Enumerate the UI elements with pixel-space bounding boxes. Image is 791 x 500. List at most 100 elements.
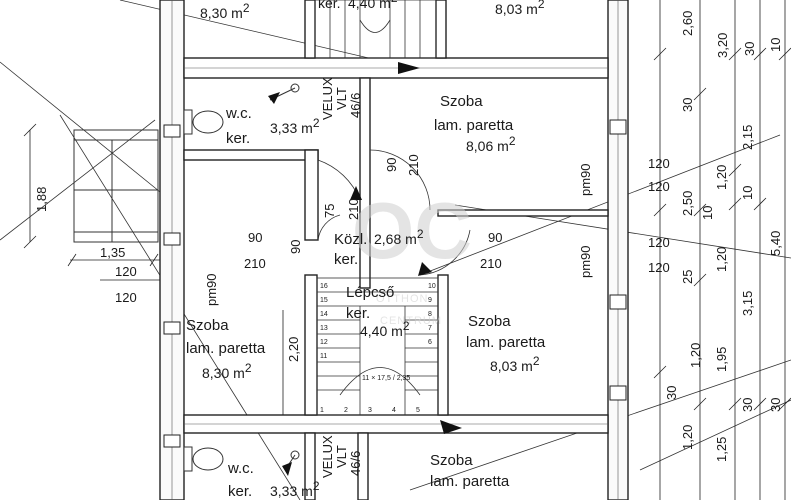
r2-2-50: 2,50 — [680, 191, 695, 216]
stair-step-number: 4 — [392, 407, 396, 414]
window-markers — [163, 119, 627, 448]
watermark: OC OTTHON CENTRUM — [352, 186, 472, 327]
r2-3-15: 3,15 — [740, 291, 755, 316]
left-dimension-labels: 1,88 1,35 120 120 2,20 — [34, 187, 301, 362]
pm90-right-top: pm90 — [578, 163, 593, 196]
dim-120-b: 120 — [115, 290, 137, 305]
dim-2-20: 2,20 — [286, 337, 301, 362]
stair-step-number: 7 — [428, 325, 432, 332]
right-col5-labels: 30 10 30 — [742, 38, 783, 412]
wc-bottom-ker: ker. — [228, 483, 252, 500]
r5-30-a: 30 — [742, 42, 757, 56]
direction-arrows — [268, 62, 462, 476]
r1-120-a: 120 — [648, 156, 670, 171]
szoba-left-area: 8,30 m2 — [202, 361, 252, 381]
velux-bottom-2: VLT — [334, 445, 349, 468]
stair-top — [314, 0, 437, 59]
r3-1-20-b: 1,20 — [714, 247, 729, 272]
door-90-c: 90 — [488, 230, 502, 245]
wc-bottom-name: w.c. — [227, 460, 254, 477]
szoba-mid-floor: lam. paretta — [466, 334, 546, 351]
stair-bottom — [316, 277, 439, 416]
wall-hatching — [171, 0, 619, 500]
wc-bottom-area: 3,33 m2 — [270, 479, 320, 499]
stair-step-number: 10 — [428, 283, 436, 290]
r4-30: 30 — [740, 398, 755, 412]
stair-step-number: 1 — [320, 407, 324, 414]
wc-fixture-top — [183, 109, 224, 135]
stair-step-number: 16 — [320, 283, 328, 290]
velux-top-3: 46/6 — [348, 93, 363, 118]
szoba-mid-area: 8,03 m2 — [490, 354, 540, 374]
stair-step-number: 12 — [320, 339, 328, 346]
lepcso-area: 4,40 m2 — [360, 319, 410, 339]
door-90-a: 90 — [384, 158, 399, 172]
velux-top-1: VELUX — [320, 77, 335, 120]
kozl-name: Közl. — [334, 231, 367, 248]
wc-top-name: w.c. — [225, 105, 252, 122]
stair-step-number: 14 — [320, 311, 328, 318]
dim-1-35: 1,35 — [100, 245, 125, 260]
pm90-labels: pm90 pm90 pm90 — [204, 163, 593, 306]
lepcso-name: Lépcső — [346, 284, 394, 301]
dimension-lines — [23, 0, 791, 500]
room-top-left-area: 8,30 m2 — [200, 1, 250, 21]
szoba-right-name: Szoba — [440, 93, 483, 110]
right-col4-labels: 3,20 2,15 10 1,20 30 — [688, 33, 755, 412]
stair-formula: 11 × 17,5 / 2,35 — [362, 375, 410, 382]
wc-top-area: 3,33 m2 — [270, 116, 320, 136]
pm90-right-mid: pm90 — [578, 245, 593, 278]
r6-5-40: 5,40 — [768, 231, 783, 256]
stair-step-number: 9 — [428, 297, 432, 304]
stair-step-number: 6 — [428, 339, 432, 346]
wc-top-ker: ker. — [226, 130, 250, 147]
r4-3-20: 3,20 — [715, 33, 730, 58]
r3-1-95: 1,95 — [714, 347, 729, 372]
szoba-right-area: 8,06 m2 — [466, 134, 516, 154]
szoba-bottom-name: Szoba — [430, 452, 473, 469]
drain-markers — [269, 83, 300, 471]
r2-25: 25 — [680, 270, 695, 284]
r2-2-60: 2,60 — [680, 11, 695, 36]
dim-1-88: 1,88 — [34, 187, 49, 212]
right-col1-labels: 120 120 120 120 — [648, 156, 670, 275]
right-col3-labels: 1,20 1,20 1,95 1,25 — [714, 165, 729, 462]
right-col2-labels: 2,60 30 2,50 10 25 3,15 30 1,20 — [664, 11, 755, 450]
r1-120-d: 120 — [648, 260, 670, 275]
r2-30-b: 30 — [664, 386, 679, 400]
door-210-c: 210 — [244, 256, 266, 271]
door-210-a: 210 — [406, 154, 421, 176]
r3-1-20-a: 1,20 — [714, 165, 729, 190]
velux-top-2: VLT — [334, 87, 349, 110]
door-210-b: 210 — [346, 198, 361, 220]
r5-10: 10 — [768, 38, 783, 52]
r1-120-b: 120 — [648, 179, 670, 194]
r5-30-b: 30 — [768, 398, 783, 412]
kozl-area: 2,68 m2 — [374, 227, 424, 247]
wc-fixture-bottom — [183, 446, 224, 472]
balcony — [73, 129, 159, 243]
room-top-mid-area: 4,40 m2 — [348, 0, 398, 11]
szoba-left-name: Szoba — [186, 317, 229, 334]
r4-1-20: 1,20 — [688, 343, 703, 368]
velux-labels: VELUX VLT 46/6 VELUX VLT 46/6 — [320, 77, 363, 478]
right-col6-labels: 5,40 — [768, 231, 783, 256]
r4-10: 10 — [740, 186, 755, 200]
room-top-mid-ker: ker. — [318, 0, 341, 11]
szoba-mid-name: Szoba — [468, 313, 511, 330]
watermark-logo: OC — [352, 186, 472, 275]
stair-step-number: 2 — [344, 407, 348, 414]
stair-step-number: 11 — [320, 353, 327, 360]
r4-2-15: 2,15 — [740, 125, 755, 150]
door-dimension-labels: 90 210 75 210 90 210 90 90 210 90 — [244, 154, 502, 271]
r3-1-25: 1,25 — [714, 437, 729, 462]
stair-step-number: 3 — [368, 407, 372, 414]
watermark-line1: OTTHON — [376, 293, 428, 305]
kozl-ker: ker. — [334, 251, 358, 268]
r2-1-20-b: 1,20 — [680, 425, 695, 450]
velux-bottom-1: VELUX — [320, 435, 335, 478]
r2-30: 30 — [680, 98, 695, 112]
door-90-v: 90 — [288, 240, 303, 254]
r1-120-c: 120 — [648, 235, 670, 250]
